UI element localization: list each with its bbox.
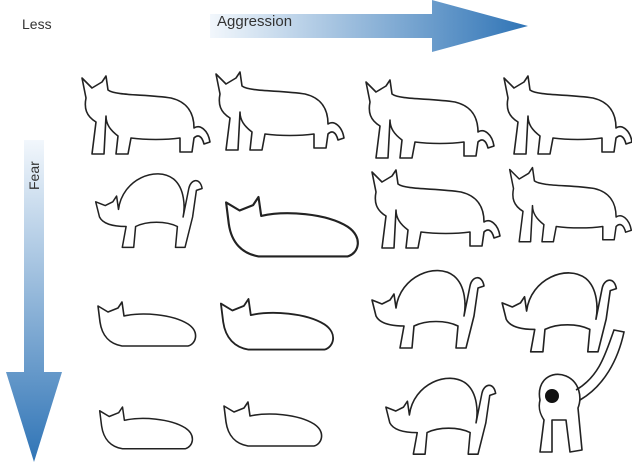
cat-r3c1: [98, 302, 196, 346]
cat-r4c1: [100, 407, 193, 449]
cat-r3c3: [372, 271, 484, 348]
cat-r2c3: [372, 170, 500, 248]
aggression-label: Aggression: [217, 13, 292, 30]
cat-r4c2: [224, 402, 322, 446]
cat-r2c4: [510, 168, 632, 242]
cat-r2c2: [226, 197, 358, 256]
cat-r3c4: [502, 273, 616, 352]
less-label: Less: [22, 16, 52, 32]
cat-r1c3: [366, 80, 494, 158]
cat-r4c4: [539, 330, 624, 452]
cat-r1c1: [82, 76, 210, 154]
cat-r3c2: [221, 299, 333, 350]
cat-r1c2: [216, 72, 344, 150]
cat-r1c4: [504, 76, 632, 154]
fear-label: Fear: [26, 161, 42, 190]
cat-r2c1: [96, 174, 202, 248]
cat-r4c3: [386, 378, 496, 454]
